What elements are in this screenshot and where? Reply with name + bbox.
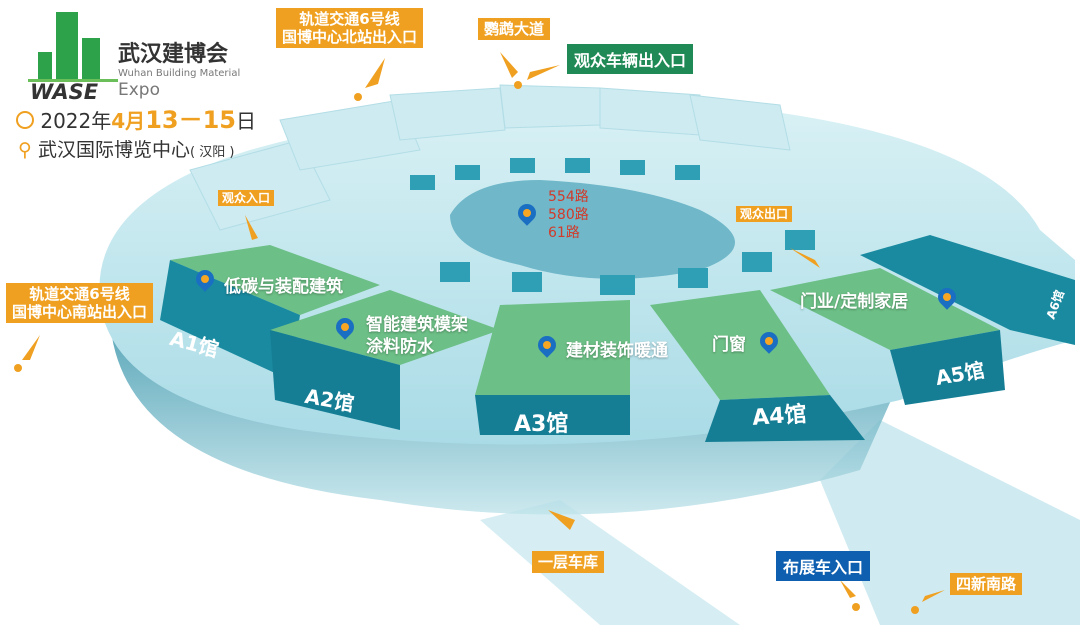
hall-a2-zone: 智能建筑模架涂料防水 bbox=[366, 315, 468, 357]
logo-mark bbox=[28, 12, 118, 82]
hall-a1-shape bbox=[160, 245, 380, 380]
south-station-label: 轨道交通6号线国博中心南站出入口 bbox=[6, 283, 154, 323]
hall-a4-zone: 门窗 bbox=[712, 335, 746, 355]
logo-title-cn: 武汉建博会 bbox=[118, 42, 229, 67]
event-date: 2022年4月13－15日 bbox=[16, 106, 256, 135]
hall-a5-zone: 门业/定制家居 bbox=[800, 292, 909, 312]
direction-arrows bbox=[14, 52, 945, 614]
visitor-exit-label: 观众出口 bbox=[736, 206, 793, 222]
hall-a2-shape bbox=[270, 290, 500, 430]
yingwu-road-label: 鹦鹉大道 bbox=[478, 18, 551, 40]
hall-a4-name[interactable]: A4馆 bbox=[751, 402, 808, 431]
north-buildings bbox=[189, 84, 791, 231]
north-station-label: 轨道交通6号线国博中心北站出入口 bbox=[276, 8, 424, 48]
small-blocks bbox=[410, 158, 815, 295]
logo-wase: WASE bbox=[30, 80, 99, 104]
road-ramp bbox=[480, 500, 740, 625]
hall-a1-zone: 低碳与装配建筑 bbox=[224, 277, 343, 297]
location-pin-icon: ⚲ bbox=[18, 139, 32, 161]
hall-a3-name[interactable]: A3馆 bbox=[514, 412, 569, 437]
hall-a3-zone: 建材装饰暖通 bbox=[566, 341, 668, 361]
visitor-entrance-label: 观众入口 bbox=[218, 190, 275, 206]
parking-label: 一层车库 bbox=[532, 551, 605, 573]
vehicle-entrance-label: 观众车辆出入口 bbox=[567, 44, 694, 74]
exhibitor-entrance-label: 布展车入口 bbox=[776, 551, 871, 581]
sixin-road-label: 四新南路 bbox=[950, 573, 1023, 595]
event-venue: ⚲ 武汉国际博览中心( 汉阳 ) bbox=[18, 139, 235, 161]
logo-title-en: Wuhan Building Material bbox=[118, 68, 241, 79]
hall-a5-shape bbox=[770, 268, 1005, 405]
clock-icon bbox=[16, 111, 34, 129]
logo-expo: Expo bbox=[118, 80, 160, 100]
hall-a4-shape bbox=[650, 290, 865, 442]
hall-a6-shape bbox=[860, 235, 1075, 345]
